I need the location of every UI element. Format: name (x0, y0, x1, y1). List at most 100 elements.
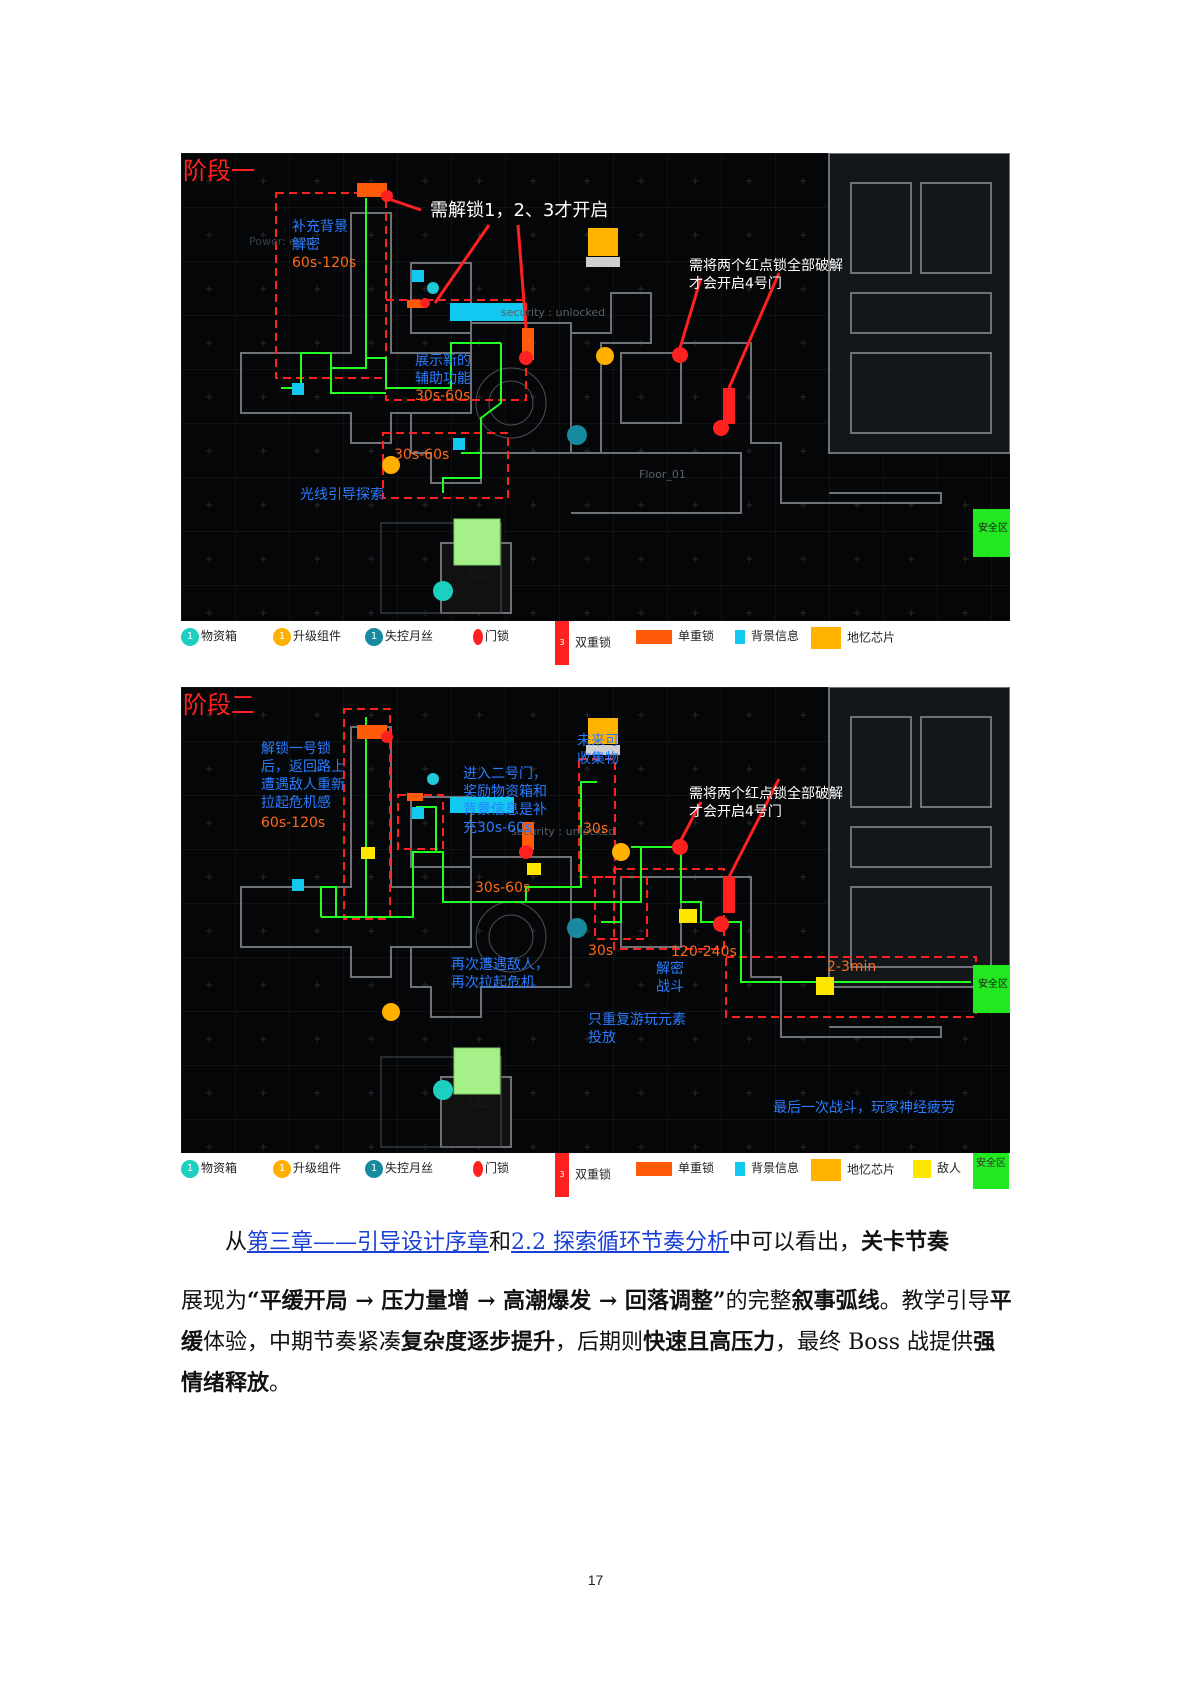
supply-box-marker (433, 1080, 453, 1100)
zone-decrypt-label: 解密 (656, 960, 684, 977)
upgrade-component-marker (382, 1003, 400, 1021)
zone-door2-label: 奖励物资箱和 (463, 783, 547, 800)
entrance-label: 入口 (464, 567, 488, 581)
legend-single-lock: 单重锁 (636, 627, 714, 644)
enemy-marker (816, 977, 834, 995)
stage1-path (442, 452, 482, 493)
legend-single-lock: 单重锁 (636, 1159, 714, 1176)
double-lock-marker (723, 388, 735, 424)
enemy-marker (527, 863, 541, 875)
final-fight-label: 最后一次战斗，玩家神经疲劳 (773, 1099, 955, 1116)
zone-unlock1-label: 拉起危机感 (261, 794, 331, 811)
note-red-locks-line1: 需将两个红点锁全部破解 (689, 257, 843, 274)
callout-unlock-123: 需解锁1，2、3才开启 (430, 200, 608, 221)
note-red-locks-line1: 需将两个红点锁全部破解 (689, 785, 843, 802)
time-label: 30s (583, 821, 608, 837)
note-red-locks-line2: 才会开启4号门 (689, 276, 782, 292)
enemy-again-label: 再次拉起危机 (451, 975, 535, 991)
entrance-label: 入口 (464, 1096, 488, 1110)
background-info-marker (450, 797, 514, 813)
zone-unlock1-label: 遭遇敌人重新 (261, 777, 345, 793)
time-label: 30s-60s (475, 880, 530, 896)
time-label: 30s (588, 943, 613, 959)
map-label-floor: Floor_01 (639, 468, 686, 481)
enemy-marker (679, 909, 697, 923)
runaway-moonsilk-marker (567, 918, 587, 938)
zone-aux-label: 辅助功能 (415, 371, 471, 387)
safe-zone-marker (973, 965, 1010, 1013)
zone-light-label: 光线引导探索 (300, 486, 384, 503)
background-info-marker (292, 879, 304, 891)
entrance-marker (453, 1047, 501, 1095)
map-label-power: Power: ered (249, 235, 314, 248)
zone-aux-time: 30s-60s (415, 388, 470, 404)
map-label-security: security : unlocked (511, 825, 615, 838)
zone-door2-label: 背景信息是补 (463, 801, 547, 818)
zone-aux-label: 展示新的 (415, 353, 471, 369)
link-chapter3[interactable]: 第三章——引导设计序章 (247, 1230, 490, 1255)
single-lock-marker (357, 183, 387, 197)
link-section-2-2[interactable]: 2.2 探索循环节奏分析 (511, 1230, 730, 1255)
zone-unlock1-label: 后，返回路上 (261, 759, 345, 775)
map-structure (240, 153, 1010, 614)
map-structure (240, 687, 1010, 1148)
stage1-map: + (181, 153, 1010, 621)
door-lock-marker (519, 351, 533, 365)
stage1-map-drawing: + (181, 153, 1010, 621)
enemy-marker (361, 847, 375, 859)
entrance-marker (453, 518, 501, 566)
supply-box-marker (433, 581, 453, 601)
legend-bg-info: 背景信息 (735, 627, 799, 644)
zone-decrypt-label: 战斗 (656, 979, 684, 995)
zone-door2-label: 进入二号门， (463, 766, 547, 782)
zone-bg-time: 60s-120s (292, 255, 356, 271)
map-label-security: security : unlocked (501, 306, 605, 319)
memory-chip-marker (588, 718, 618, 744)
zone-door2-label: 充30s-60s (463, 820, 532, 836)
safe-zone-label: 安全区 (978, 521, 1008, 534)
repeat-elements-label: 只重复游玩元素 (588, 1011, 686, 1028)
zone-light-time: 30s-60s (394, 447, 449, 463)
door-lock-marker (713, 420, 729, 436)
legend-safe-zone: 安全区 (973, 1153, 1015, 1189)
stage2-map: + (181, 687, 1010, 1153)
future-collect-label: 收集物 (577, 750, 619, 767)
upgrade-component-marker (596, 347, 614, 365)
time-final-label: 2-3min (827, 959, 876, 975)
zone-unlock1-label: 解锁一号锁 (261, 741, 331, 757)
background-info-marker (453, 438, 465, 450)
background-info-marker (412, 270, 424, 282)
double-lock-marker (723, 877, 735, 913)
background-info-marker (292, 383, 304, 395)
memory-chip-marker (588, 228, 618, 256)
upgrade-component-marker (612, 843, 630, 861)
zone-unlock1-time: 60s-120s (261, 815, 325, 831)
legend-enemy: 敌人 (913, 1159, 961, 1178)
single-lock-marker (407, 300, 427, 308)
stage2-path (320, 717, 971, 983)
note-red-locks-line2: 才会开启4号门 (689, 804, 782, 820)
upgrade-component-marker (382, 456, 400, 474)
zone-decrypt-time: 120-240s (671, 944, 737, 960)
enemy-again-label: 再次遭遇敌人， (451, 957, 549, 973)
zone-bg-label: 解密 (292, 236, 320, 253)
future-collect-label: 未来可 (577, 733, 619, 749)
safe-zone-label: 安全区 (978, 977, 1008, 990)
legend-memory-chip: 地忆芯片 (811, 627, 895, 649)
safe-zone-marker (973, 509, 1010, 557)
repeat-elements-label: 投放 (588, 1030, 616, 1046)
zone-bg-label: 补充背景 (292, 219, 348, 235)
background-info-marker (450, 303, 524, 321)
legend-memory-chip: 地忆芯片 (811, 1159, 895, 1181)
background-info-marker (412, 807, 424, 819)
legend-door-lock: 门锁 (473, 1159, 509, 1177)
